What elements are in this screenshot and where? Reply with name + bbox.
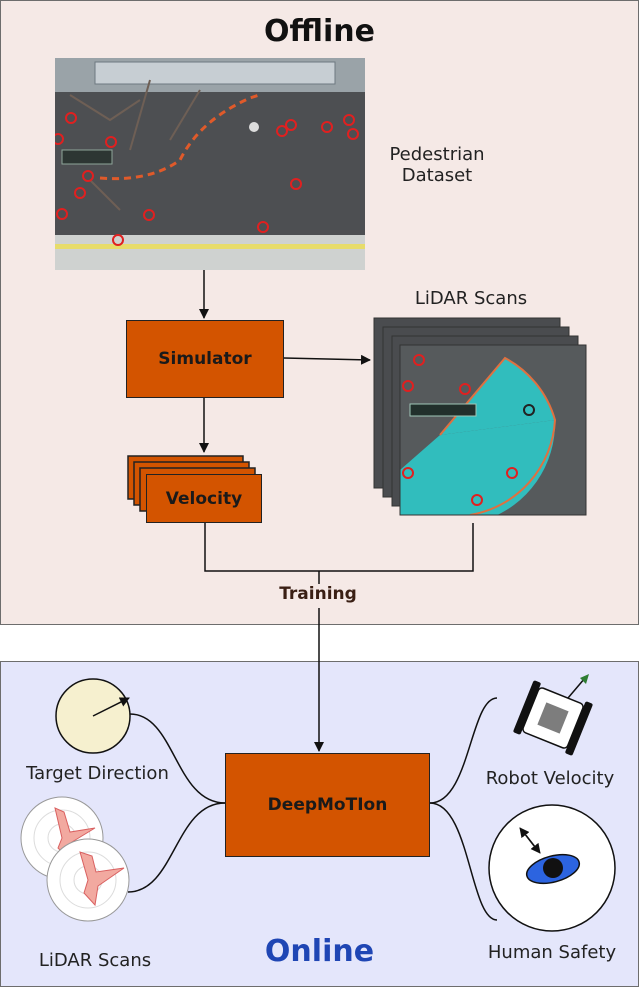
simulator-label: Simulator	[158, 349, 252, 369]
human-safety-icon	[488, 804, 616, 932]
target-direction-dial	[55, 678, 131, 754]
robot-icon	[513, 674, 593, 756]
online-lidar-label: LiDAR Scans	[38, 950, 152, 971]
pedestrian-dataset-label-line1: Pedestrian	[389, 144, 485, 165]
deepmotion-label: DeepMoTIon	[267, 795, 388, 815]
pedestrian-photo	[55, 58, 365, 270]
target-direction-label: Target Direction	[26, 763, 169, 784]
human-safety-label: Human Safety	[487, 942, 617, 963]
polar-lidar-plot	[20, 796, 130, 922]
velocity-box: Velocity	[146, 474, 262, 523]
online-title: Online	[264, 934, 375, 969]
velocity-label: Velocity	[165, 488, 243, 509]
deepmotion-box: DeepMoTIon	[225, 753, 430, 857]
offline-title: Offline	[264, 14, 375, 49]
lidar-scan-stack	[373, 317, 587, 516]
pedestrian-dataset-label: Pedestrian Dataset	[370, 144, 504, 186]
pedestrian-dataset-label-line2: Dataset	[401, 165, 473, 186]
training-label: Training	[279, 584, 357, 604]
robot-velocity-label: Robot Velocity	[485, 768, 615, 789]
offline-lidar-label: LiDAR Scans	[414, 288, 528, 309]
simulator-box: Simulator	[126, 320, 284, 398]
